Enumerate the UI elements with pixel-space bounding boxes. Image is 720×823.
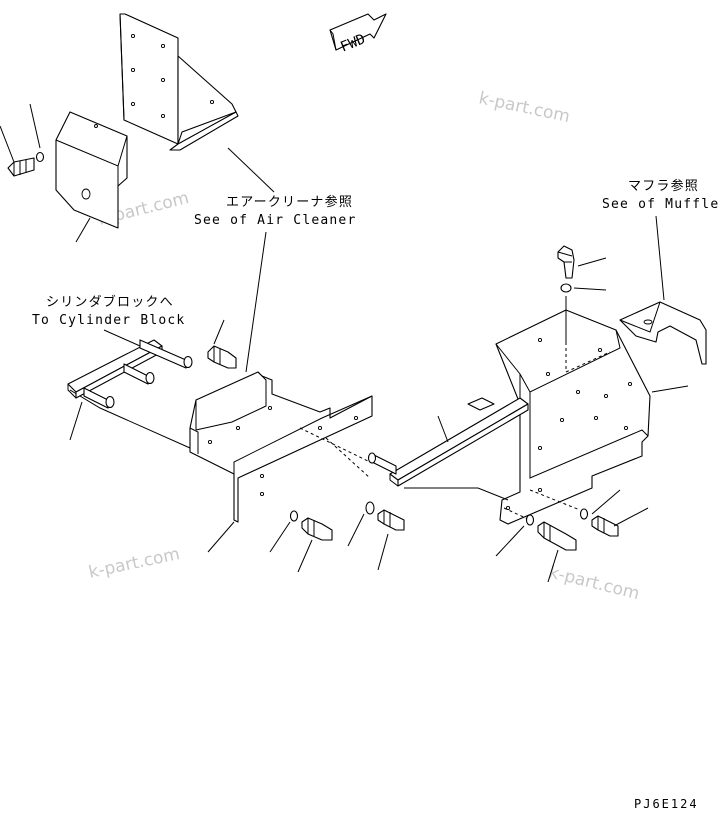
bolt: [579, 508, 619, 537]
bolt: [525, 514, 577, 551]
muffler-callout-en: See of Muffler: [602, 197, 720, 212]
air-cleaner-callout-jp: エアークリーナ参照: [226, 194, 353, 210]
cylinder-block-callout-en: To Cylinder Block: [32, 313, 185, 328]
bolt: [207, 345, 237, 369]
side-bracket: [55, 111, 128, 229]
air-cleaner-callout-en: See of Air Cleaner: [194, 213, 356, 228]
leader-line: [245, 231, 267, 373]
leader-line: [227, 147, 275, 193]
watermark: k-part.com: [87, 544, 182, 583]
left-mounting-bracket: [67, 339, 373, 523]
leader-line: [103, 329, 141, 347]
watermark: k-part.com: [477, 88, 572, 127]
leader-line: [655, 215, 665, 301]
bolt: [557, 245, 575, 293]
reference-leader-lines: [0, 103, 689, 583]
muffler-callout-jp: マフラ参照: [628, 178, 699, 194]
upper-bracket: [119, 13, 239, 151]
cylinder-block-callout-jp: シリンダブロックへ: [46, 294, 174, 310]
bolt: [289, 510, 333, 541]
watermark: k-part.com: [547, 562, 642, 604]
bolt: [365, 501, 405, 531]
bolt: [7, 151, 45, 177]
fwd-arrow-icon: FWD: [329, 13, 387, 56]
muffler-bracket: [619, 301, 707, 365]
drawing-code: PJ6E124: [634, 797, 699, 811]
right-mounting-bracket: [367, 296, 651, 525]
